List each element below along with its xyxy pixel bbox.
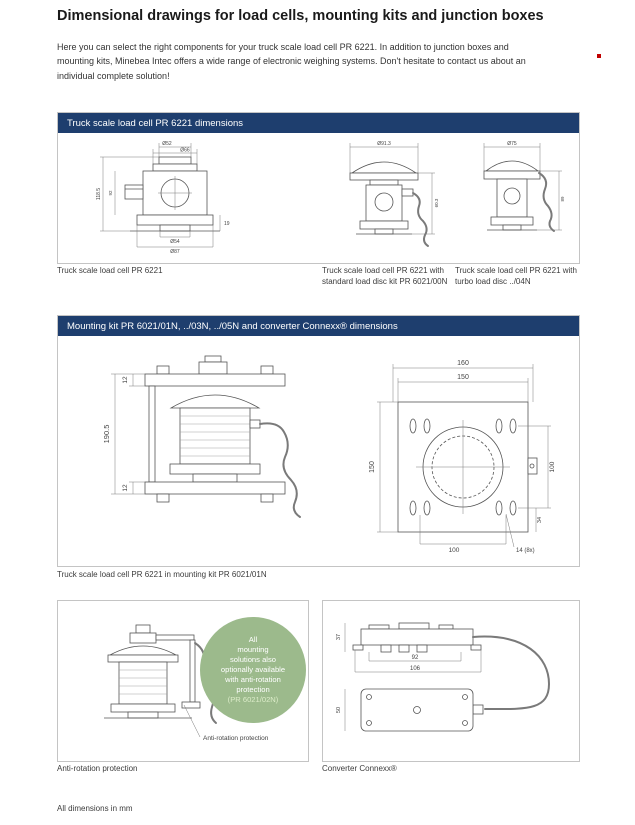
drawing-mounting-plate-top: 160 150 100 34 150 100 14 (8x) [369,360,556,554]
dim-label: Ø87 [170,249,180,255]
dim-label: 60.3 [434,198,439,207]
badge-line: (PR 6021/02N) [227,694,279,704]
dimensions-note: All dimensions in mm [57,804,133,813]
dim-label: Ø52 [162,141,172,147]
dim-label: 160 [457,360,469,367]
dim-label: 50 [336,707,342,713]
drawing-converter-connexx: 37 92 106 50 [336,622,551,732]
dim-label: Ø54 [170,239,180,245]
caption-anti-rotation: Anti-rotation protection [57,764,138,773]
dim-label: 150 [457,374,469,381]
annotation-label: Anti-rotation protection [203,735,269,742]
drawing-load-cell-turbo-disc: Ø75 89 [483,141,565,232]
drawing-load-cell: Ø52 Ø66 118.5 92 Ø54 Ø87 19 [96,141,230,255]
dim-label: 106 [410,666,421,672]
dim-label: Ø91.3 [377,141,391,147]
page-title: Dimensional drawings for load cells, mou… [57,8,544,24]
dim-label: 92 [412,655,419,661]
dim-label: 118.5 [96,188,102,200]
converter-panel: 37 92 106 50 [322,600,580,762]
section-mounting-panel: Mounting kit PR 6021/01N, ../03N, ../05N… [57,315,580,567]
caption-turbo-disc: Truck scale load cell PR 6221 with turbo… [455,266,577,286]
dim-label: 89 [560,196,565,202]
section-loadcell-header: Truck scale load cell PR 6221 dimensions [58,113,579,133]
drawing-load-cell-standard-disc: Ø91.3 60.3 [349,141,439,247]
badge-line: solutions also [229,655,276,665]
badge-line: with anti-rotation [225,674,281,684]
dim-label: 92 [108,190,113,196]
badge-line: mounting [237,645,269,655]
dim-label: 100 [449,547,460,554]
caption-load-cell: Truck scale load cell PR 6221 [57,266,163,275]
page-marker [597,54,601,58]
caption-standard-disc: Truck scale load cell PR 6221 with stand… [322,266,448,286]
dim-label: 12 [122,484,129,492]
drawing-mounting-kit-side: 12 190.5 12 [102,355,301,518]
caption-converter: Converter Connexx® [322,764,397,773]
dim-label: 34 [537,517,543,523]
dim-label: Ø66 [180,148,190,154]
section-mounting-header: Mounting kit PR 6021/01N, ../03N, ../05N… [58,316,579,336]
section-loadcell-panel: Truck scale load cell PR 6221 dimensions… [57,112,580,264]
badge-line: optionally available [220,665,286,675]
dim-label: 19 [224,221,230,227]
dim-label: 14 (8x) [516,548,535,554]
caption-mounting-kit: Truck scale load cell PR 6221 in mountin… [57,570,267,579]
dim-label: 190.5 [102,425,111,444]
dim-label: 37 [336,634,342,640]
dim-label: 150 [369,461,376,473]
anti-rotation-panel: Anti-rotation protection All mounting so… [57,600,309,762]
dim-label: 100 [549,461,556,472]
badge-line: protection [236,684,270,694]
dim-label: 12 [122,376,129,384]
dim-label: Ø75 [507,141,517,147]
availability-badge: All mounting solutions also optionally a… [200,617,306,723]
intro-paragraph: Here you can select the right components… [57,42,526,81]
badge-line: All [248,635,258,645]
